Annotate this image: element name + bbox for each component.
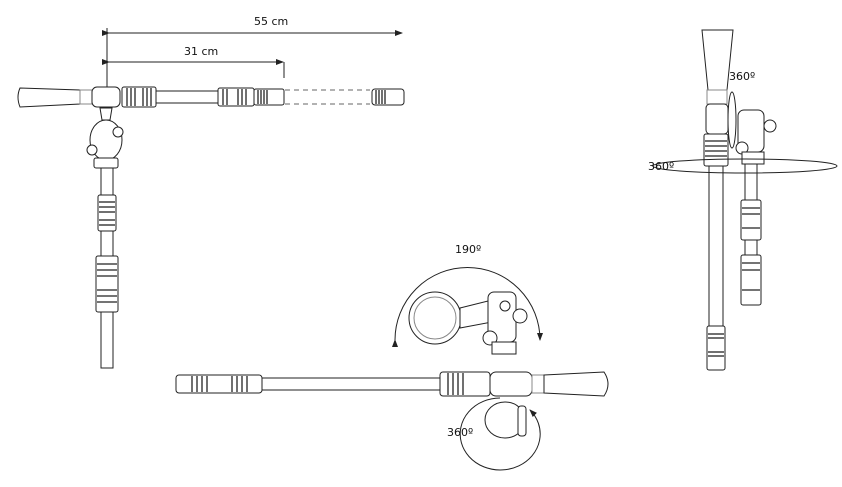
grip-section: [740, 199, 762, 241]
grip-section: [175, 374, 263, 394]
pan-head: [489, 371, 533, 397]
horizontal-view: 360º: [175, 371, 609, 471]
extension-view: 55 cm 31 cm: [17, 15, 405, 369]
pole-end: [706, 325, 726, 371]
dimension-label-collapsed: 31 cm: [184, 45, 218, 58]
pan-head: [705, 103, 729, 135]
grip-section: [97, 194, 117, 232]
pole-tube: [155, 90, 219, 104]
extended-pole-end: [371, 88, 405, 106]
side-view: 360º 360º: [648, 29, 838, 371]
handle: [543, 371, 609, 397]
handle: [17, 87, 81, 108]
pan-head: [91, 86, 121, 108]
grip-section: [740, 254, 762, 306]
tilt-rotation-ring: [727, 91, 737, 149]
pan-rotation-ellipse: [652, 158, 838, 174]
tilt-view: 190º: [391, 243, 543, 355]
tilt-range-label: 190º: [455, 243, 481, 256]
grip-section: [703, 133, 729, 167]
rotation-label-bottom: 360º: [447, 426, 473, 439]
pole-tube: [261, 377, 441, 391]
rotation-label-horizontal: 360º: [648, 160, 674, 173]
vertical-pole: [708, 165, 724, 327]
tilt-arc: [391, 267, 543, 348]
dimension-label-extended: 55 cm: [254, 15, 288, 28]
rotation-circle: [459, 397, 541, 471]
rotation-label-vertical: 360º: [729, 70, 755, 83]
